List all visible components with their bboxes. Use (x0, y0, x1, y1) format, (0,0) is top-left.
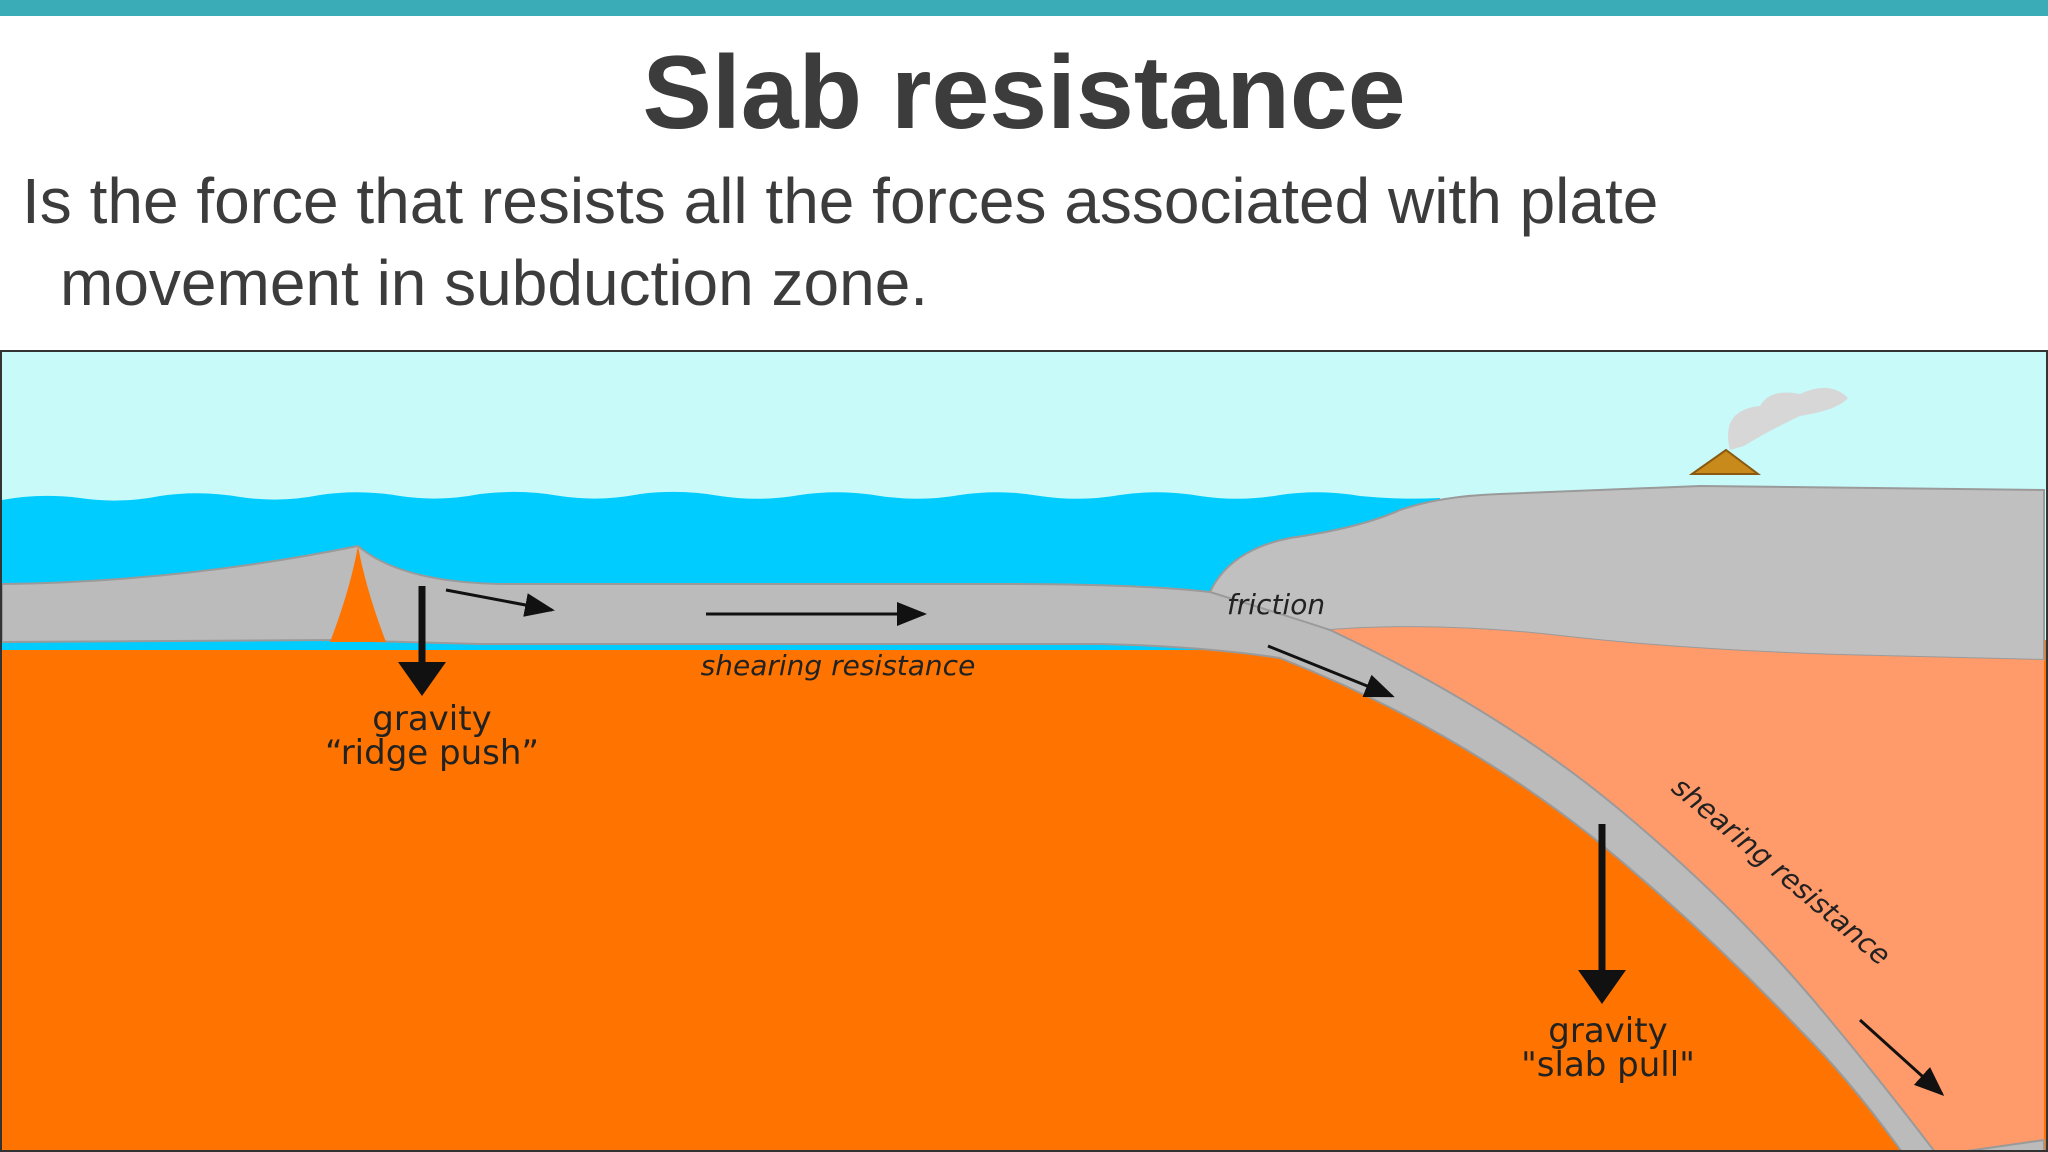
slide-title: Slab resistance (642, 35, 1406, 151)
slide-body: Is the force that resists all the forces… (22, 160, 1922, 324)
plate-motion-arrow-4 (1858, 1018, 1945, 1097)
body-line-1: Is the force that resists all the forces… (22, 165, 1659, 237)
gravity-slab-label: gravity (1548, 1011, 1667, 1051)
plate-motion-arrow-3 (1267, 644, 1395, 698)
slab-pull-arrow (1578, 824, 1626, 1004)
overriding-mantle (1330, 627, 2044, 1152)
plate-motion-arrow-1 (445, 588, 555, 617)
volcano (1688, 448, 1761, 475)
ridge-push-arrow (398, 586, 446, 696)
subduction-diagram: gravity “ridge push” shearing resistance… (0, 350, 2048, 1152)
slab-pull-label: "slab pull" (1521, 1045, 1695, 1085)
shearing-resistance-top-label: shearing resistance (701, 649, 976, 682)
volcano-smoke (1728, 387, 1848, 450)
friction-label: friction (1227, 588, 1325, 621)
diagram-frame (0, 350, 2048, 1152)
gravity-ridge-label: gravity (372, 699, 491, 739)
top-accent-bar (0, 0, 2048, 16)
subducting-plate (1, 544, 2045, 1152)
body-line-2: movement in subduction zone. (60, 247, 929, 319)
ridge-push-label: “ridge push” (325, 733, 539, 773)
ridge-magma (330, 546, 386, 642)
